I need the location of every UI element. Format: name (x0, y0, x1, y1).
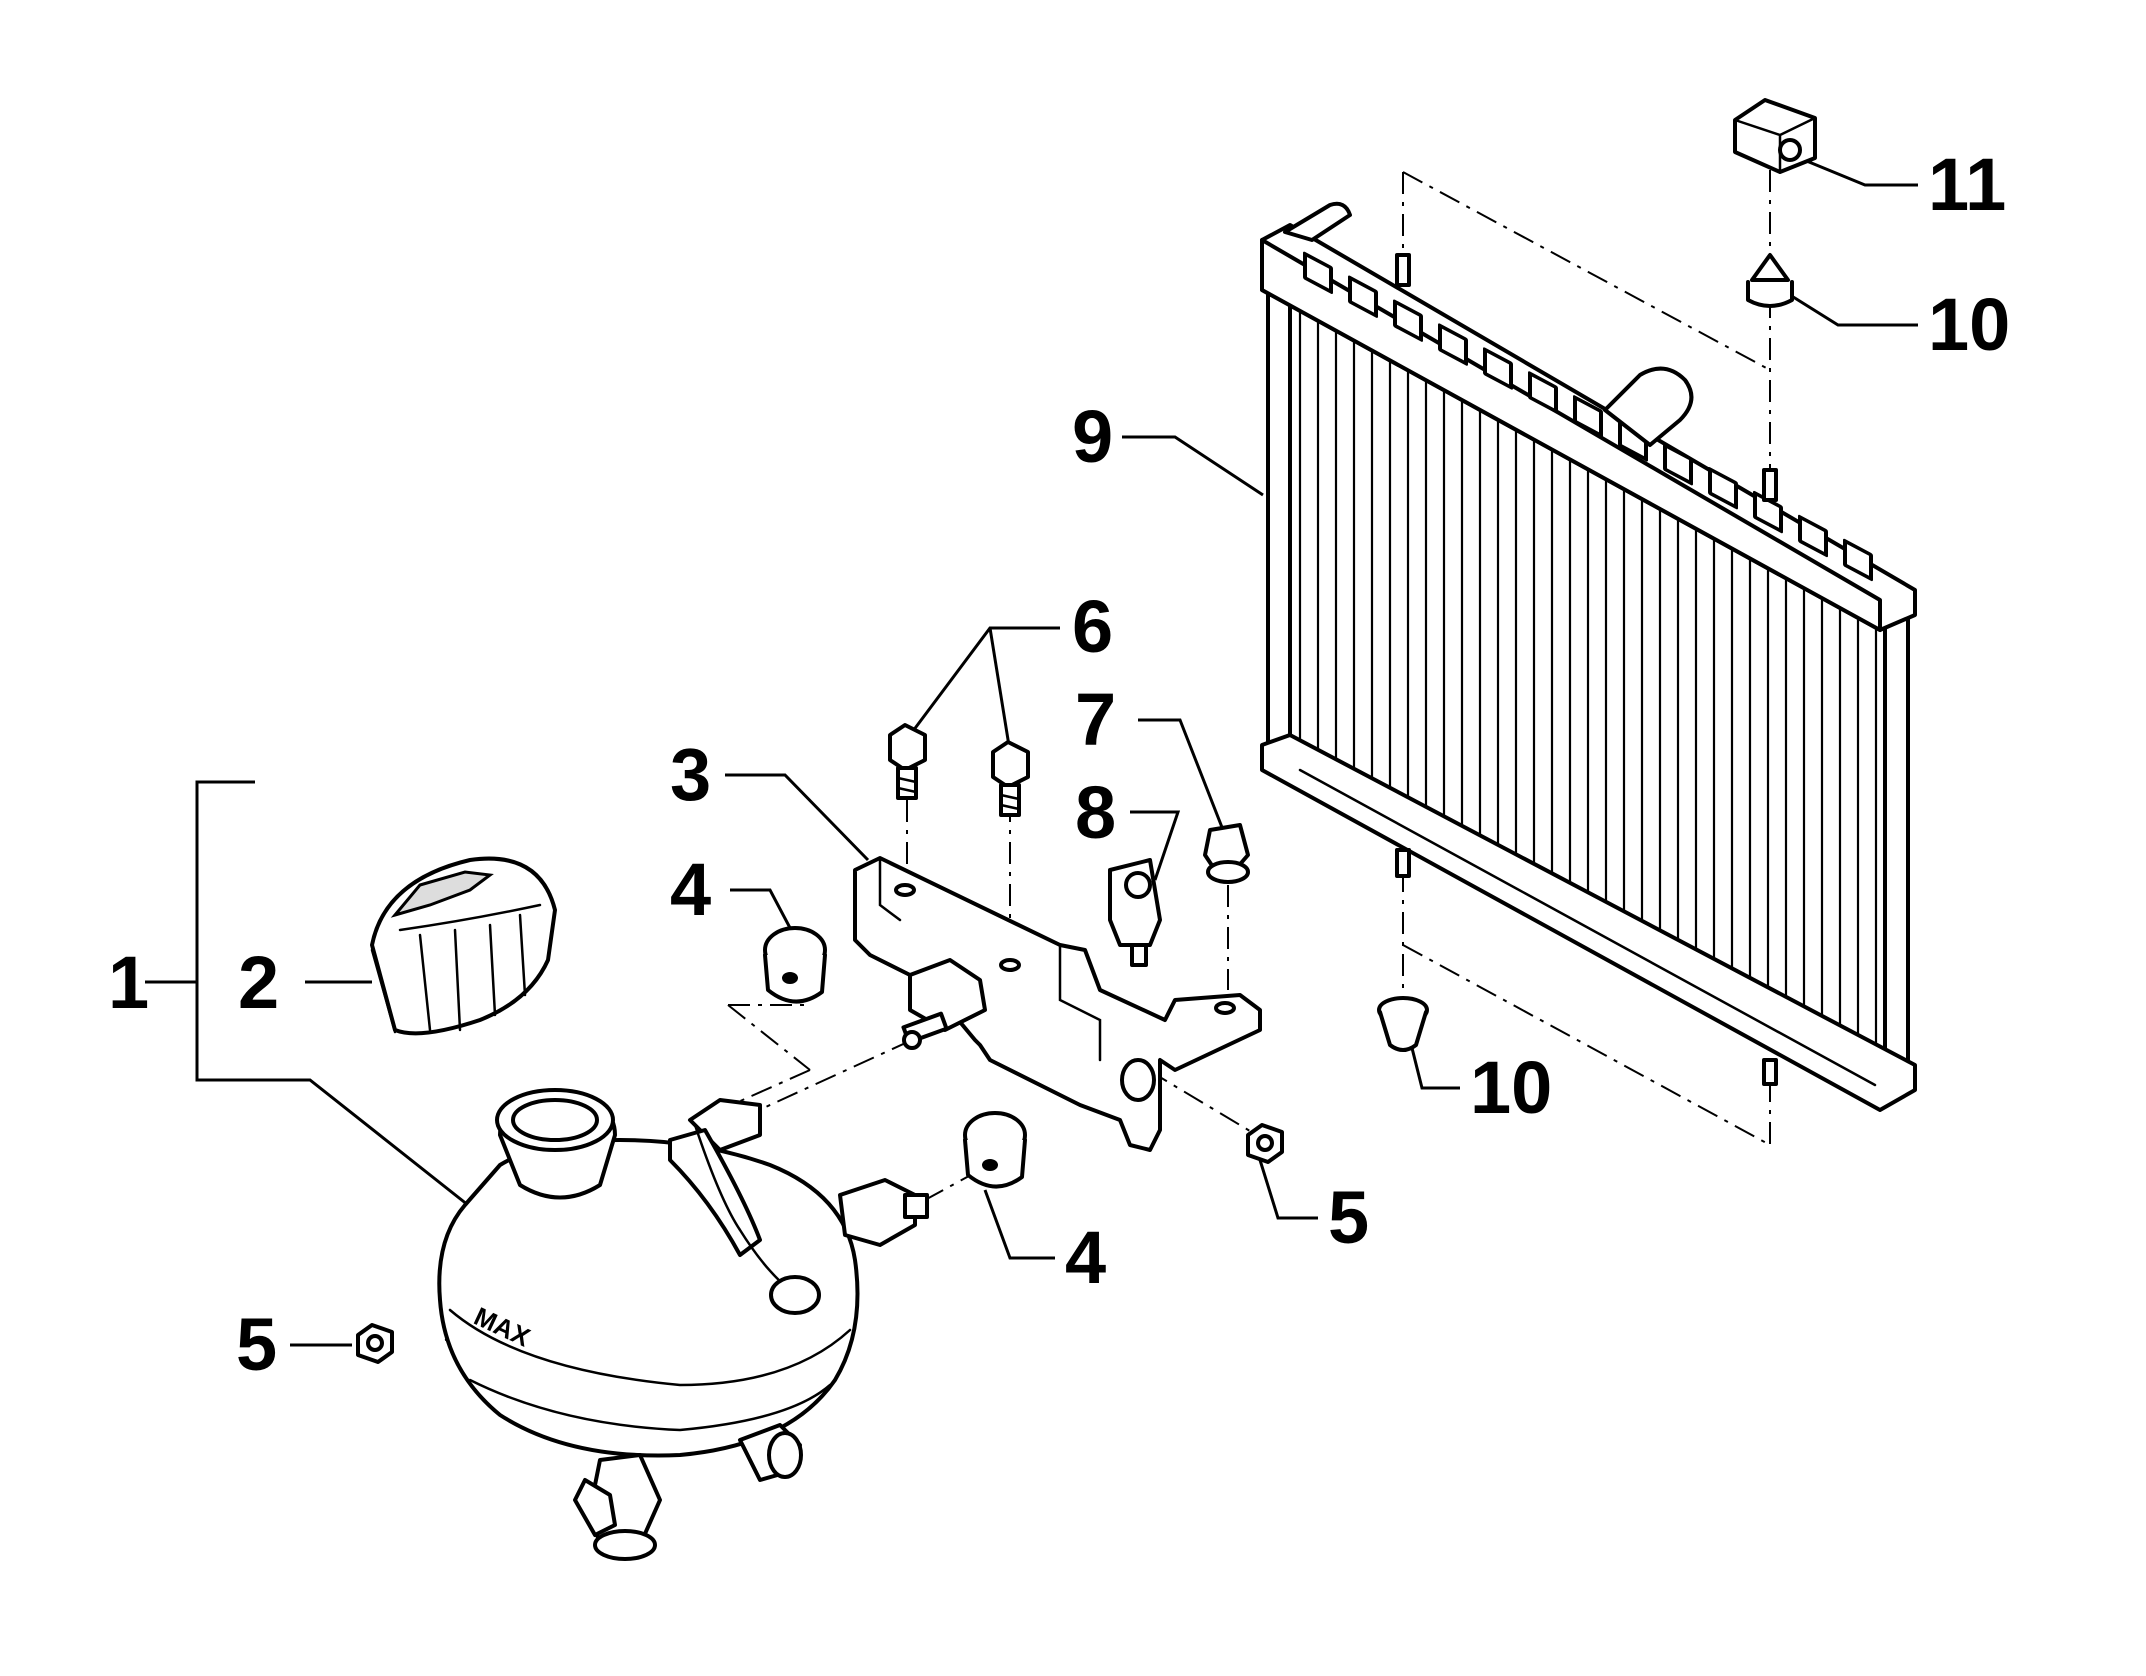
grommet-upper (763, 926, 827, 1004)
retaining-clip (1733, 98, 1817, 174)
callout-3: 3 (670, 733, 711, 816)
bolt-left (888, 723, 927, 800)
grommet-lower (963, 1111, 1027, 1189)
lower-tank-ribs (1298, 768, 1877, 1087)
nut-left (356, 1323, 394, 1364)
callout-6: 6 (1072, 585, 1113, 668)
callout-11: 11 (1928, 143, 2006, 226)
expansion-tank: MAX (437, 1088, 929, 1561)
mounting-bracket (853, 856, 1262, 1152)
callout-7: 7 (1075, 678, 1116, 761)
callout-4-upper: 4 (670, 848, 711, 931)
filler-cap (370, 856, 557, 1036)
callout-10-lower: 10 (1470, 1046, 1552, 1129)
callout-4-lower: 4 (1065, 1216, 1106, 1299)
hose-clip-7 (1203, 823, 1250, 884)
rubber-mount-lower (1377, 996, 1429, 1052)
callout-5-left: 5 (236, 1303, 277, 1386)
callout-numbers: 1 2 3 4 4 5 5 6 7 8 9 10 10 11 (108, 143, 2010, 1386)
upper-tank-ribs (1303, 251, 1873, 582)
rubber-mount-upper (1746, 253, 1794, 308)
nut-right (1246, 1123, 1284, 1164)
callout-10-upper: 10 (1928, 283, 2010, 366)
leader-lines (145, 153, 1918, 1347)
hose-clip-8 (1108, 858, 1162, 967)
callout-9: 9 (1072, 395, 1113, 478)
bolt-right (991, 740, 1030, 817)
radiator-fins (1298, 305, 1878, 1063)
callout-5-right: 5 (1328, 1176, 1369, 1259)
callout-1: 1 (108, 941, 149, 1024)
callout-2: 2 (238, 941, 279, 1024)
callout-8: 8 (1075, 771, 1116, 854)
radiator (1260, 201, 1917, 1112)
